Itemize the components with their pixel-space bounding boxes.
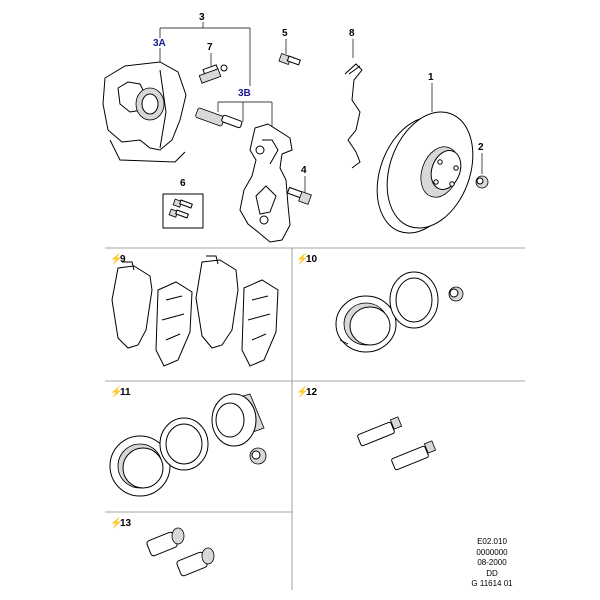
- brake-disc: [376, 111, 474, 234]
- reference-code: E02.010: [477, 537, 507, 546]
- callout-6: 6: [180, 178, 186, 189]
- callout-5: 5: [282, 28, 288, 39]
- guide-pin-1: [195, 107, 243, 129]
- caliper-housing: [102, 61, 187, 163]
- panel-12-label: 12: [306, 387, 318, 398]
- bracket-bolt-4: [286, 186, 312, 205]
- seal-kit-10: [335, 271, 464, 353]
- piston-kit-11: [109, 393, 267, 497]
- panel-grid: [105, 247, 525, 590]
- panel-12-marker: ⚡: [296, 385, 308, 398]
- reference-series: DD: [486, 568, 498, 578]
- bolt-kit-box: [162, 193, 204, 229]
- bleed-screw: [198, 64, 228, 84]
- panel-9-marker: ⚡: [110, 252, 122, 265]
- guide-pin-kit-12: [357, 416, 437, 471]
- callout-1: 1: [428, 72, 434, 83]
- caliper-bracket: [239, 123, 293, 243]
- panel-13-marker: ⚡: [110, 516, 122, 529]
- callout-3: 3: [199, 12, 205, 23]
- callout-3-bracket: [159, 22, 251, 86]
- panel-11-marker: ⚡: [110, 385, 122, 398]
- brake-pads: [111, 255, 279, 367]
- panel-9-label: 9: [120, 254, 126, 265]
- panel-11-label: 11: [120, 387, 131, 398]
- panel-13-label: 13: [120, 518, 132, 529]
- callout-3a: 3A: [153, 38, 166, 49]
- panel-10-label: 10: [306, 254, 318, 265]
- panel-10-marker: ⚡: [296, 252, 308, 265]
- bolt-kit-bolts: [168, 198, 193, 219]
- callout-3b: 3B: [238, 88, 251, 99]
- callout-8: 8: [349, 28, 355, 39]
- callout-7: 7: [207, 42, 213, 53]
- reference-number: 0000000: [476, 547, 508, 557]
- drawing-reference-block: E02.010 0000000 08-2000 DD G 11614 01: [452, 537, 532, 590]
- sleeve-kit-13: [146, 527, 215, 577]
- drawing-id: G 11614 01: [471, 579, 513, 588]
- caliper-bolt-5: [278, 53, 301, 66]
- wheel-nut-2: [475, 175, 489, 189]
- reference-date: 08-2000: [477, 558, 507, 567]
- callout-2: 2: [478, 142, 484, 153]
- callout-4: 4: [301, 165, 307, 176]
- anti-rattle-spring: [344, 63, 363, 169]
